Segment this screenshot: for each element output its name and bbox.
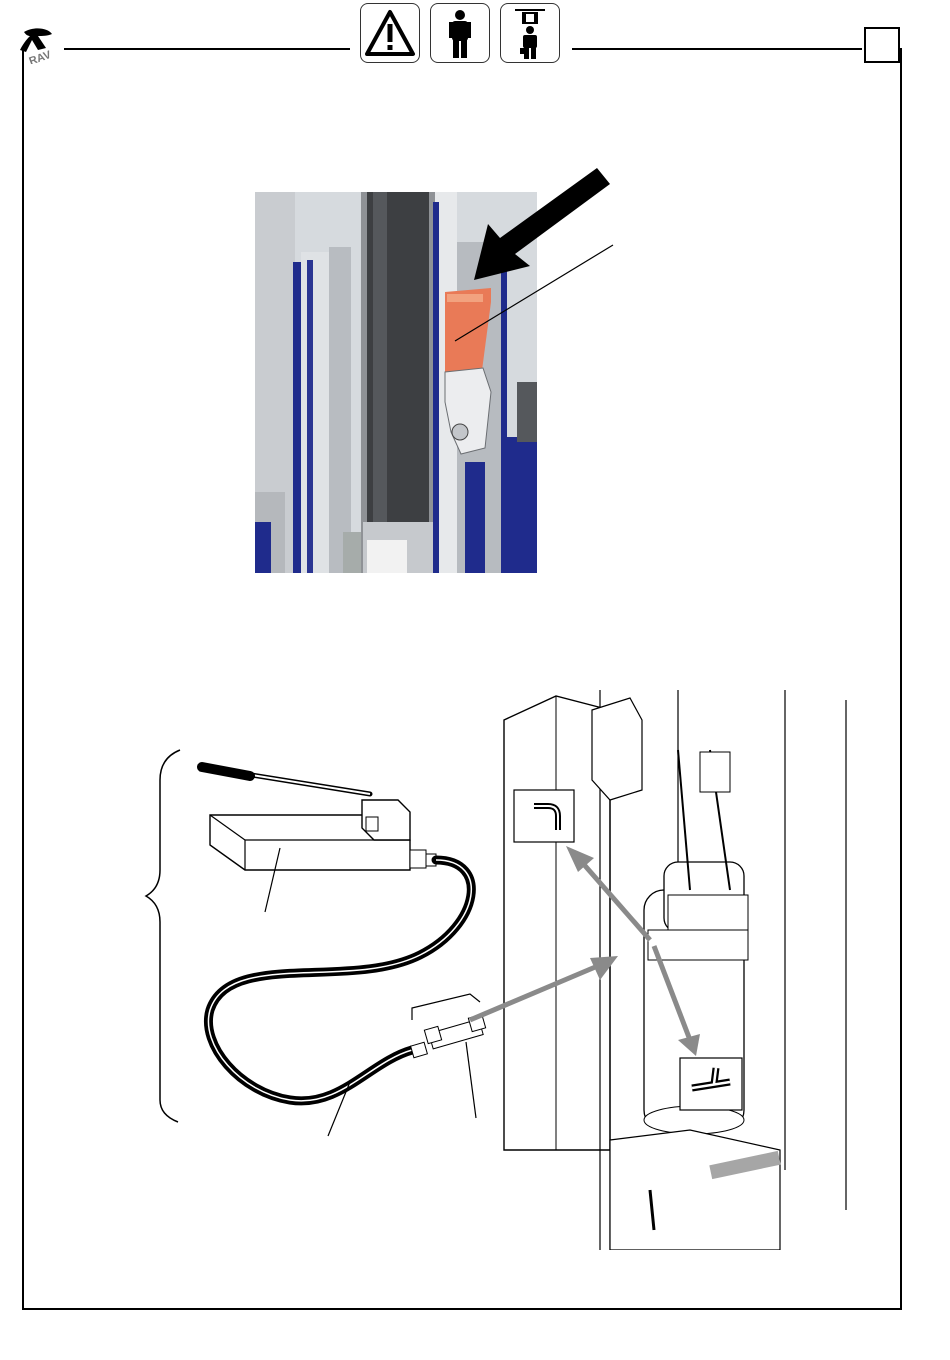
- top-figure-callouts: [0, 0, 950, 620]
- adapter-fitting: [412, 994, 486, 1049]
- indicator-arrow: [474, 168, 610, 280]
- elbow-detail-box: [514, 790, 574, 842]
- hand-pump: [202, 767, 436, 870]
- power-unit-column: [504, 690, 846, 1250]
- hand-pump-hydraulic-figure: [130, 690, 860, 1250]
